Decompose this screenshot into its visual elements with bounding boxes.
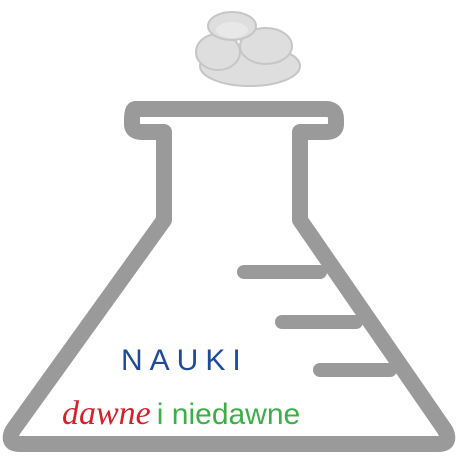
steam-cloud-icon <box>195 11 301 87</box>
subtitle-dawne: dawne <box>62 395 151 432</box>
subtitle-niedawne: i niedawne <box>157 398 300 431</box>
logo-title: NAUKI <box>121 344 248 377</box>
erlenmeyer-flask-icon <box>2 101 456 452</box>
